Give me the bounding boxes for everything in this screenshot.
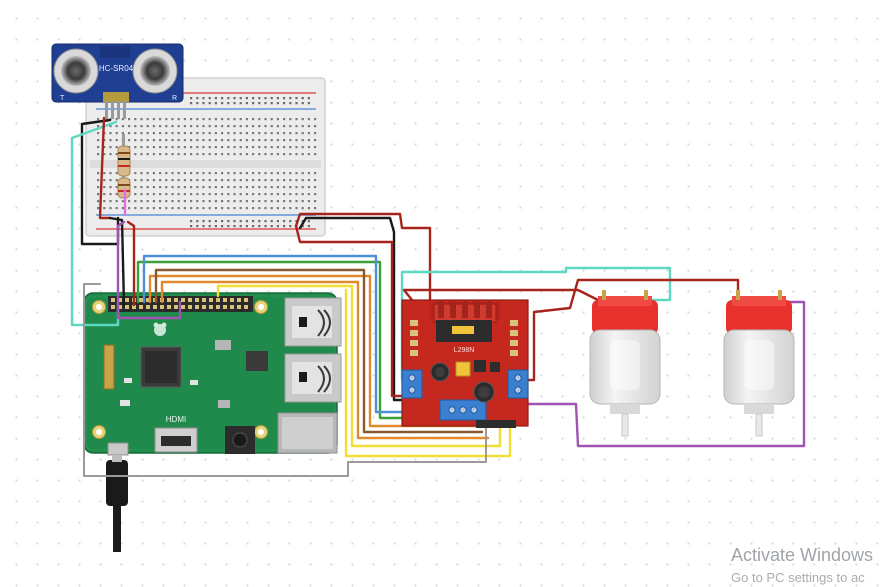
- sensor-pin-t: T: [60, 95, 65, 102]
- watermark-subtitle: Go to PC settings to ac: [731, 570, 865, 585]
- hdmi-label: HDMI: [166, 415, 186, 424]
- motor-driver-board: L298N: [401, 299, 529, 428]
- driver-name: L298N: [454, 347, 475, 354]
- power-cable: [106, 455, 128, 552]
- wire-yellow: [344, 288, 512, 458]
- wire-gray: [83, 283, 487, 477]
- sensor-label: HC-SR04: [99, 64, 134, 73]
- dc-motor-left: [589, 290, 661, 437]
- sensor-pin-r: R: [172, 95, 177, 102]
- terminal-block-left: [401, 369, 423, 399]
- wire-purple: [522, 300, 806, 448]
- wire-red: [522, 278, 740, 382]
- breadboard: [85, 77, 326, 237]
- dc-motor-right: [723, 290, 795, 437]
- ultrasonic-sensor: HC-SR04 T R: [51, 43, 184, 119]
- terminal-block-right: [507, 369, 529, 399]
- wire-red: [98, 116, 112, 220]
- usb-chip: [246, 351, 268, 371]
- wire-purple: [116, 220, 182, 320]
- wire-black: [108, 216, 126, 307]
- wire-red: [126, 220, 136, 307]
- wire-red: [294, 224, 422, 398]
- wire-black: [298, 216, 412, 402]
- micro-usb-port: [107, 442, 129, 456]
- wire-red: [294, 212, 432, 302]
- wire-yellow: [216, 284, 502, 448]
- watermark-title: Activate Windows: [731, 545, 874, 565]
- raspberry-pi-board: HDMI: [83, 292, 342, 456]
- wire-brown: [154, 268, 484, 434]
- raspberry-logo-icon: [153, 322, 167, 336]
- wifi-chip: [103, 344, 115, 390]
- wire-orange: [160, 280, 490, 440]
